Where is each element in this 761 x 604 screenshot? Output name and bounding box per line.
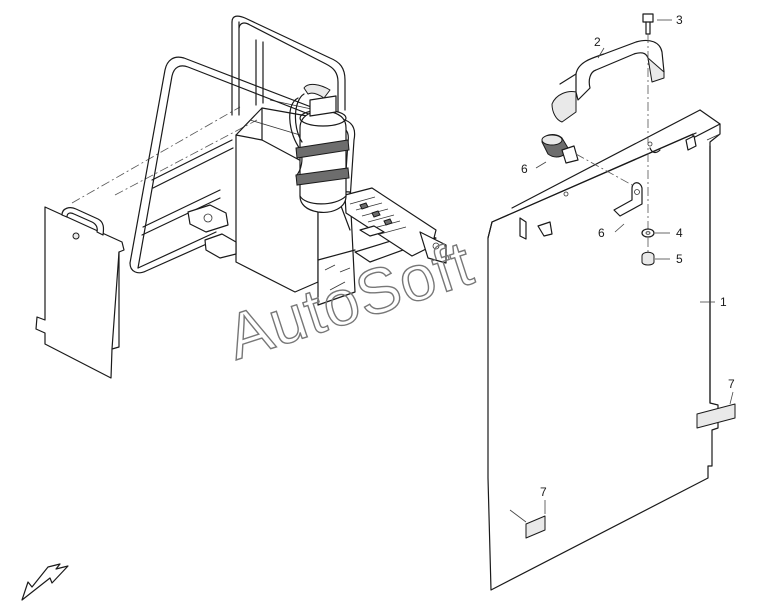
callout-7-right-pad: 7 (728, 377, 735, 391)
left-cover-panel (35, 206, 125, 379)
latch (541, 134, 633, 186)
callout-5: 5 (676, 252, 683, 266)
main-cover-panel (487, 109, 721, 591)
callout-2: 2 (594, 35, 601, 49)
bolt (642, 13, 654, 260)
callout-7-lower-pad: 7 (540, 485, 547, 499)
callout-6-latch: 6 (521, 162, 528, 176)
machine-frame-assembly (129, 15, 447, 306)
callout-4: 4 (676, 226, 683, 240)
callout-1: 1 (720, 295, 727, 309)
catch-bracket (613, 182, 643, 217)
fire-extinguisher (289, 83, 350, 213)
leader-lines (509, 19, 734, 523)
pads (525, 403, 736, 539)
orientation-arrow-icon (21, 563, 69, 601)
handle (551, 39, 665, 123)
callout-3: 3 (676, 13, 683, 27)
washers (641, 228, 655, 266)
callout-6-catch: 6 (598, 226, 605, 240)
